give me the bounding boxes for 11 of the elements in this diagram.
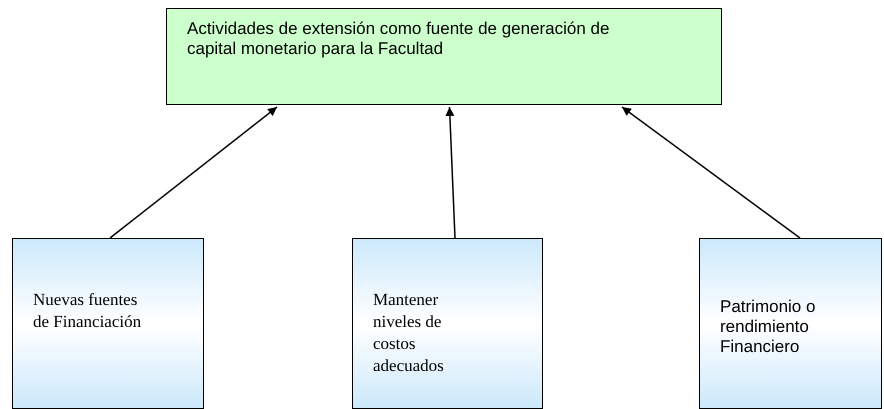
box-text: Nuevas fuentes de Financiación <box>33 289 142 334</box>
factor-box <box>12 238 204 409</box>
box-text: Patrimonio o rendimiento Financiero <box>720 297 816 358</box>
arrow <box>622 106 800 239</box>
factor-box <box>352 238 543 409</box>
box-text: Mantener niveles de costos adecuados <box>373 289 445 378</box>
factor-box <box>699 238 882 409</box>
arrow <box>445 106 456 238</box>
goal-box <box>166 8 722 105</box>
arrow <box>110 106 278 239</box>
box-text: Actividades de extensión como fuente de generación de capital monetario para la Facultad <box>187 19 610 60</box>
